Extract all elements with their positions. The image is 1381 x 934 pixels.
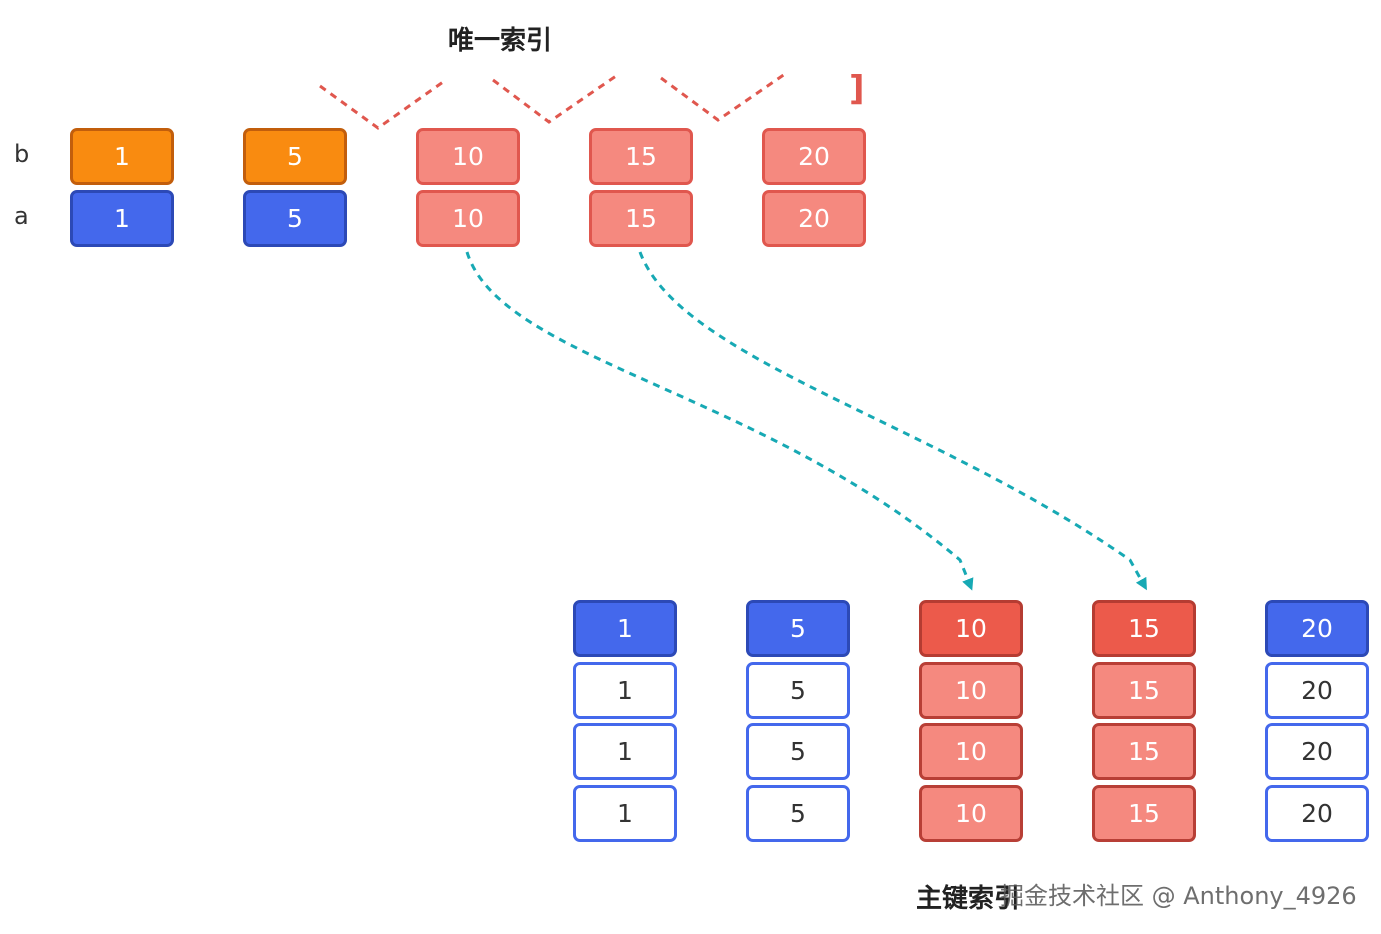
unique-index-b-cell: 15	[589, 128, 693, 185]
primary-index-value-cell: 15	[1092, 662, 1196, 719]
unique-index-a-cell: 15	[589, 190, 693, 247]
primary-index-value-cell: 15	[1092, 785, 1196, 842]
primary-index-value-cell: 1	[573, 662, 677, 719]
gap-lock-bracket: ]	[849, 69, 865, 109]
primary-index-value-cell: 20	[1265, 662, 1369, 719]
gap-lock-dash	[319, 80, 444, 130]
primary-index-value-cell: 5	[746, 785, 850, 842]
unique-index-title: 唯一索引	[448, 26, 553, 56]
unique-index-a-cell: 20	[762, 190, 866, 247]
primary-index-value-cell: 5	[746, 723, 850, 780]
primary-index-value-cell: 1	[573, 723, 677, 780]
unique-index-a-cell: 5	[243, 190, 347, 247]
unique-index-b-cell: 10	[416, 128, 520, 185]
unique-index-a-cell: 10	[416, 190, 520, 247]
primary-index-value-cell: 10	[919, 723, 1023, 780]
primary-index-key-cell: 20	[1265, 600, 1369, 657]
primary-index-value-cell: 1	[573, 785, 677, 842]
primary-index-value-cell: 20	[1265, 785, 1369, 842]
lookup-arrow	[638, 251, 1147, 591]
primary-index-key-cell: 15	[1092, 600, 1196, 657]
unique-index-a-cell: 1	[70, 190, 174, 247]
lookup-arrow	[465, 251, 974, 591]
primary-index-value-cell: 20	[1265, 723, 1369, 780]
primary-index-value-cell: 10	[919, 662, 1023, 719]
primary-index-value-cell: 15	[1092, 723, 1196, 780]
unique-index-b-cell: 20	[762, 128, 866, 185]
primary-index-key-cell: 1	[573, 600, 677, 657]
primary-index-value-cell: 10	[919, 785, 1023, 842]
watermark: 掘金技术社区 @ Anthony_4926	[1000, 882, 1357, 910]
primary-index-key-cell: 10	[919, 600, 1023, 657]
unique-index-b-cell: 5	[243, 128, 347, 185]
primary-index-key-cell: 5	[746, 600, 850, 657]
gap-lock-dash	[492, 74, 617, 124]
gap-lock-dash	[660, 72, 786, 122]
unique-index-b-cell: 1	[70, 128, 174, 185]
primary-index-title: 主键索引	[916, 884, 1021, 914]
row-label-a: a	[14, 202, 29, 230]
row-label-b: b	[14, 140, 30, 168]
primary-index-value-cell: 5	[746, 662, 850, 719]
